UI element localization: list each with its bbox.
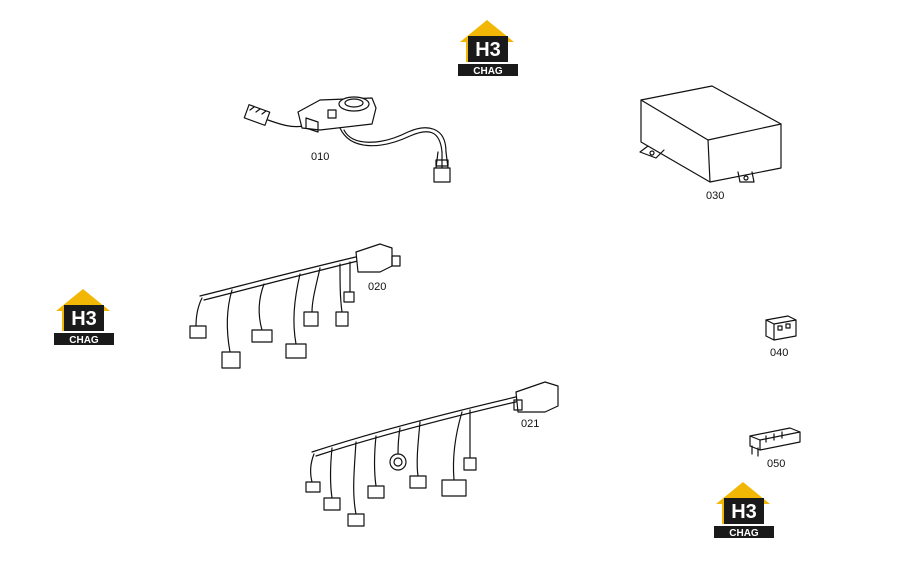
logo-text-h3: H3: [475, 39, 501, 61]
watermark-logo-left: H3 CHAG: [52, 287, 114, 346]
part-020-harness: [189, 243, 401, 369]
part-030-control-box: [639, 85, 782, 183]
part-label-040: 040: [770, 347, 789, 359]
logo-text-chag: CHAG: [729, 528, 759, 538]
logo-text-chag: CHAG: [473, 66, 503, 76]
part-label-021: 021: [521, 418, 540, 430]
watermark-logo-top: H3 CHAG: [456, 18, 518, 77]
logo-text-h3: H3: [71, 308, 97, 330]
logo-text-h3: H3: [731, 501, 757, 523]
part-010-ignition-switch: [243, 96, 451, 183]
part-021-harness: [305, 381, 559, 527]
part-label-010: 010: [311, 151, 330, 163]
part-label-030: 030: [706, 190, 725, 202]
watermark-logo-bottom: H3 CHAG: [712, 480, 774, 539]
part-040-connector: [765, 315, 797, 341]
part-label-050: 050: [767, 458, 786, 470]
part-label-020: 020: [368, 281, 387, 293]
part-050-relay: [749, 427, 801, 457]
logo-text-chag: CHAG: [69, 335, 99, 345]
